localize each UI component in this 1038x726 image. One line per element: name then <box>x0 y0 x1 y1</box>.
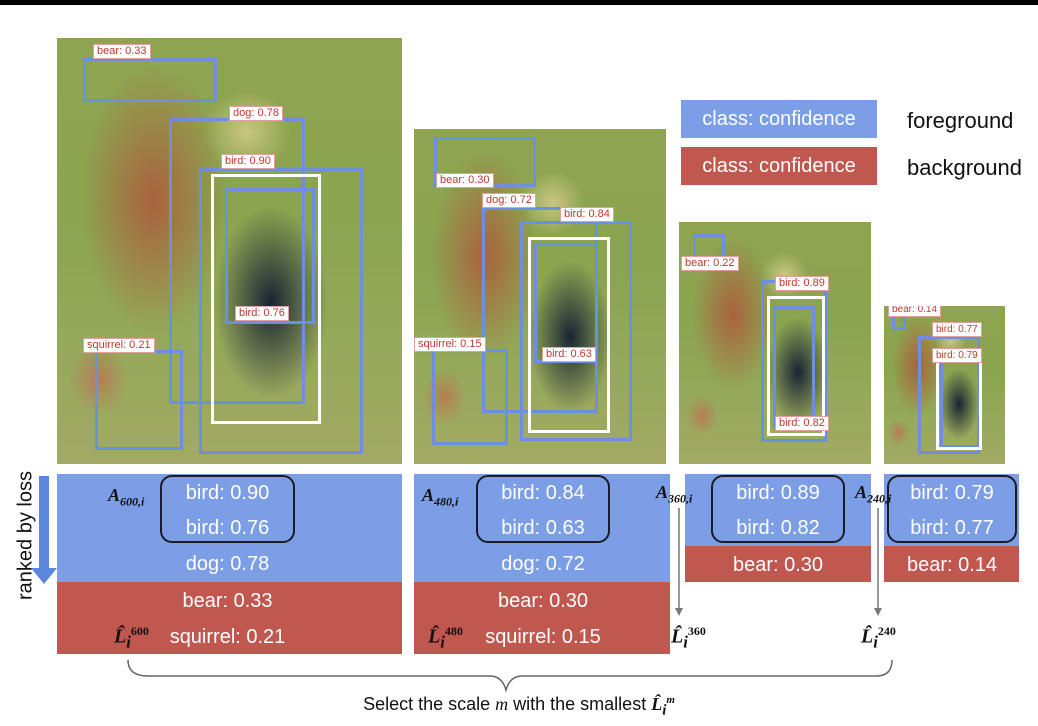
top-rule <box>0 0 1038 5</box>
bbox-ground-truth <box>767 296 825 436</box>
det-label: bird: 0.90 <box>221 154 275 169</box>
score-row: squirrel: 0.15 <box>485 626 601 648</box>
score-row: bird: 0.84 <box>501 482 585 504</box>
det-label: bird: 0.77 <box>932 322 982 337</box>
score-row: bear: 0.14 <box>906 554 998 576</box>
det-label: bird: 0.79 <box>932 348 982 363</box>
image-scale-240: bear: 0.14 bird: 0.77 bird: 0.79 <box>884 306 1005 464</box>
legend-background-swatch: class: confidence <box>681 147 877 185</box>
foreground-band-600 <box>57 474 402 582</box>
anchor-set-label-360: A360,i <box>656 482 693 506</box>
det-label: squirrel: 0.21 <box>83 338 155 353</box>
score-row: bird: 0.79 <box>910 482 994 504</box>
anchor-set-label-240: A240,i <box>855 482 892 506</box>
det-label: bird: 0.63 <box>542 347 596 362</box>
ranked-by-loss-label: ranked by loss <box>14 471 37 600</box>
score-row: bird: 0.90 <box>185 482 270 504</box>
score-row: bear: 0.33 <box>182 590 273 612</box>
bbox-bird-076 <box>225 188 315 324</box>
bird-group-outline-480 <box>476 475 610 543</box>
anchor-set-label-480: A480,i <box>422 485 459 509</box>
background-band-480 <box>414 582 670 654</box>
background-band-360 <box>685 546 871 582</box>
score-row: dog: 0.72 <box>501 553 585 575</box>
loss-label-600: L̂i600 <box>114 624 149 652</box>
legend-background-label: background <box>907 155 1022 180</box>
score-row: bird: 0.63 <box>501 517 585 539</box>
legend-foreground-label: foreground <box>907 108 1014 133</box>
score-row: bird: 0.77 <box>910 517 994 539</box>
det-label: bird: 0.89 <box>775 276 829 291</box>
foreground-band-480 <box>414 474 670 582</box>
score-row: bear: 0.30 <box>497 590 589 612</box>
bbox-ground-truth <box>211 174 321 424</box>
rank-arrow <box>31 476 57 584</box>
det-label: bird: 0.84 <box>560 207 614 222</box>
bbox-bear <box>83 58 217 102</box>
loss-label-240: L̂i240 <box>861 624 896 652</box>
det-label: bear: 0.33 <box>93 44 151 59</box>
background-band-240 <box>884 546 1019 582</box>
bird-group-outline-240 <box>887 475 1017 543</box>
legend-foreground-swatch: class: confidence <box>681 100 877 138</box>
score-row: dog: 0.78 <box>185 553 270 575</box>
det-label: bird: 0.82 <box>775 416 829 431</box>
det-label: bear: 0.14 <box>888 306 942 317</box>
det-label: squirrel: 0.15 <box>414 337 486 352</box>
foreground-band-240 <box>884 474 1019 546</box>
score-row: squirrel: 0.21 <box>169 626 286 648</box>
det-label: bear: 0.22 <box>681 256 739 271</box>
score-row: bear: 0.30 <box>732 554 824 576</box>
loss-label-480: L̂i480 <box>428 624 463 652</box>
bird-group-outline-360 <box>711 475 845 543</box>
image-scale-600: bear: 0.33 dog: 0.78 bird: 0.90 bird: 0.… <box>57 38 402 464</box>
bbox-ground-truth <box>528 237 610 433</box>
bird-group-outline-600 <box>160 475 295 543</box>
score-row: bird: 0.76 <box>185 517 270 539</box>
bbox-bird-090 <box>199 168 363 454</box>
det-label: bear: 0.30 <box>436 173 494 188</box>
det-label: bird: 0.76 <box>235 306 289 321</box>
score-row: bird: 0.89 <box>736 482 820 504</box>
det-label: dog: 0.72 <box>482 193 536 208</box>
anchor-set-label-600: A600,i <box>108 485 145 509</box>
det-label: dog: 0.78 <box>229 106 283 121</box>
bbox-bird-084 <box>520 221 632 441</box>
background-band-600 <box>57 582 402 654</box>
image-scale-360: bear: 0.22 bird: 0.89 bird: 0.82 <box>679 222 871 464</box>
loss-label-360: L̂i360 <box>671 624 706 652</box>
image-scale-480: bear: 0.30 dog: 0.72 bird: 0.84 bird: 0.… <box>414 129 666 464</box>
score-row: bird: 0.82 <box>736 517 820 539</box>
figure-caption: Select the scale m with the smallest L̂i… <box>363 694 675 719</box>
selection-brace <box>127 659 893 693</box>
